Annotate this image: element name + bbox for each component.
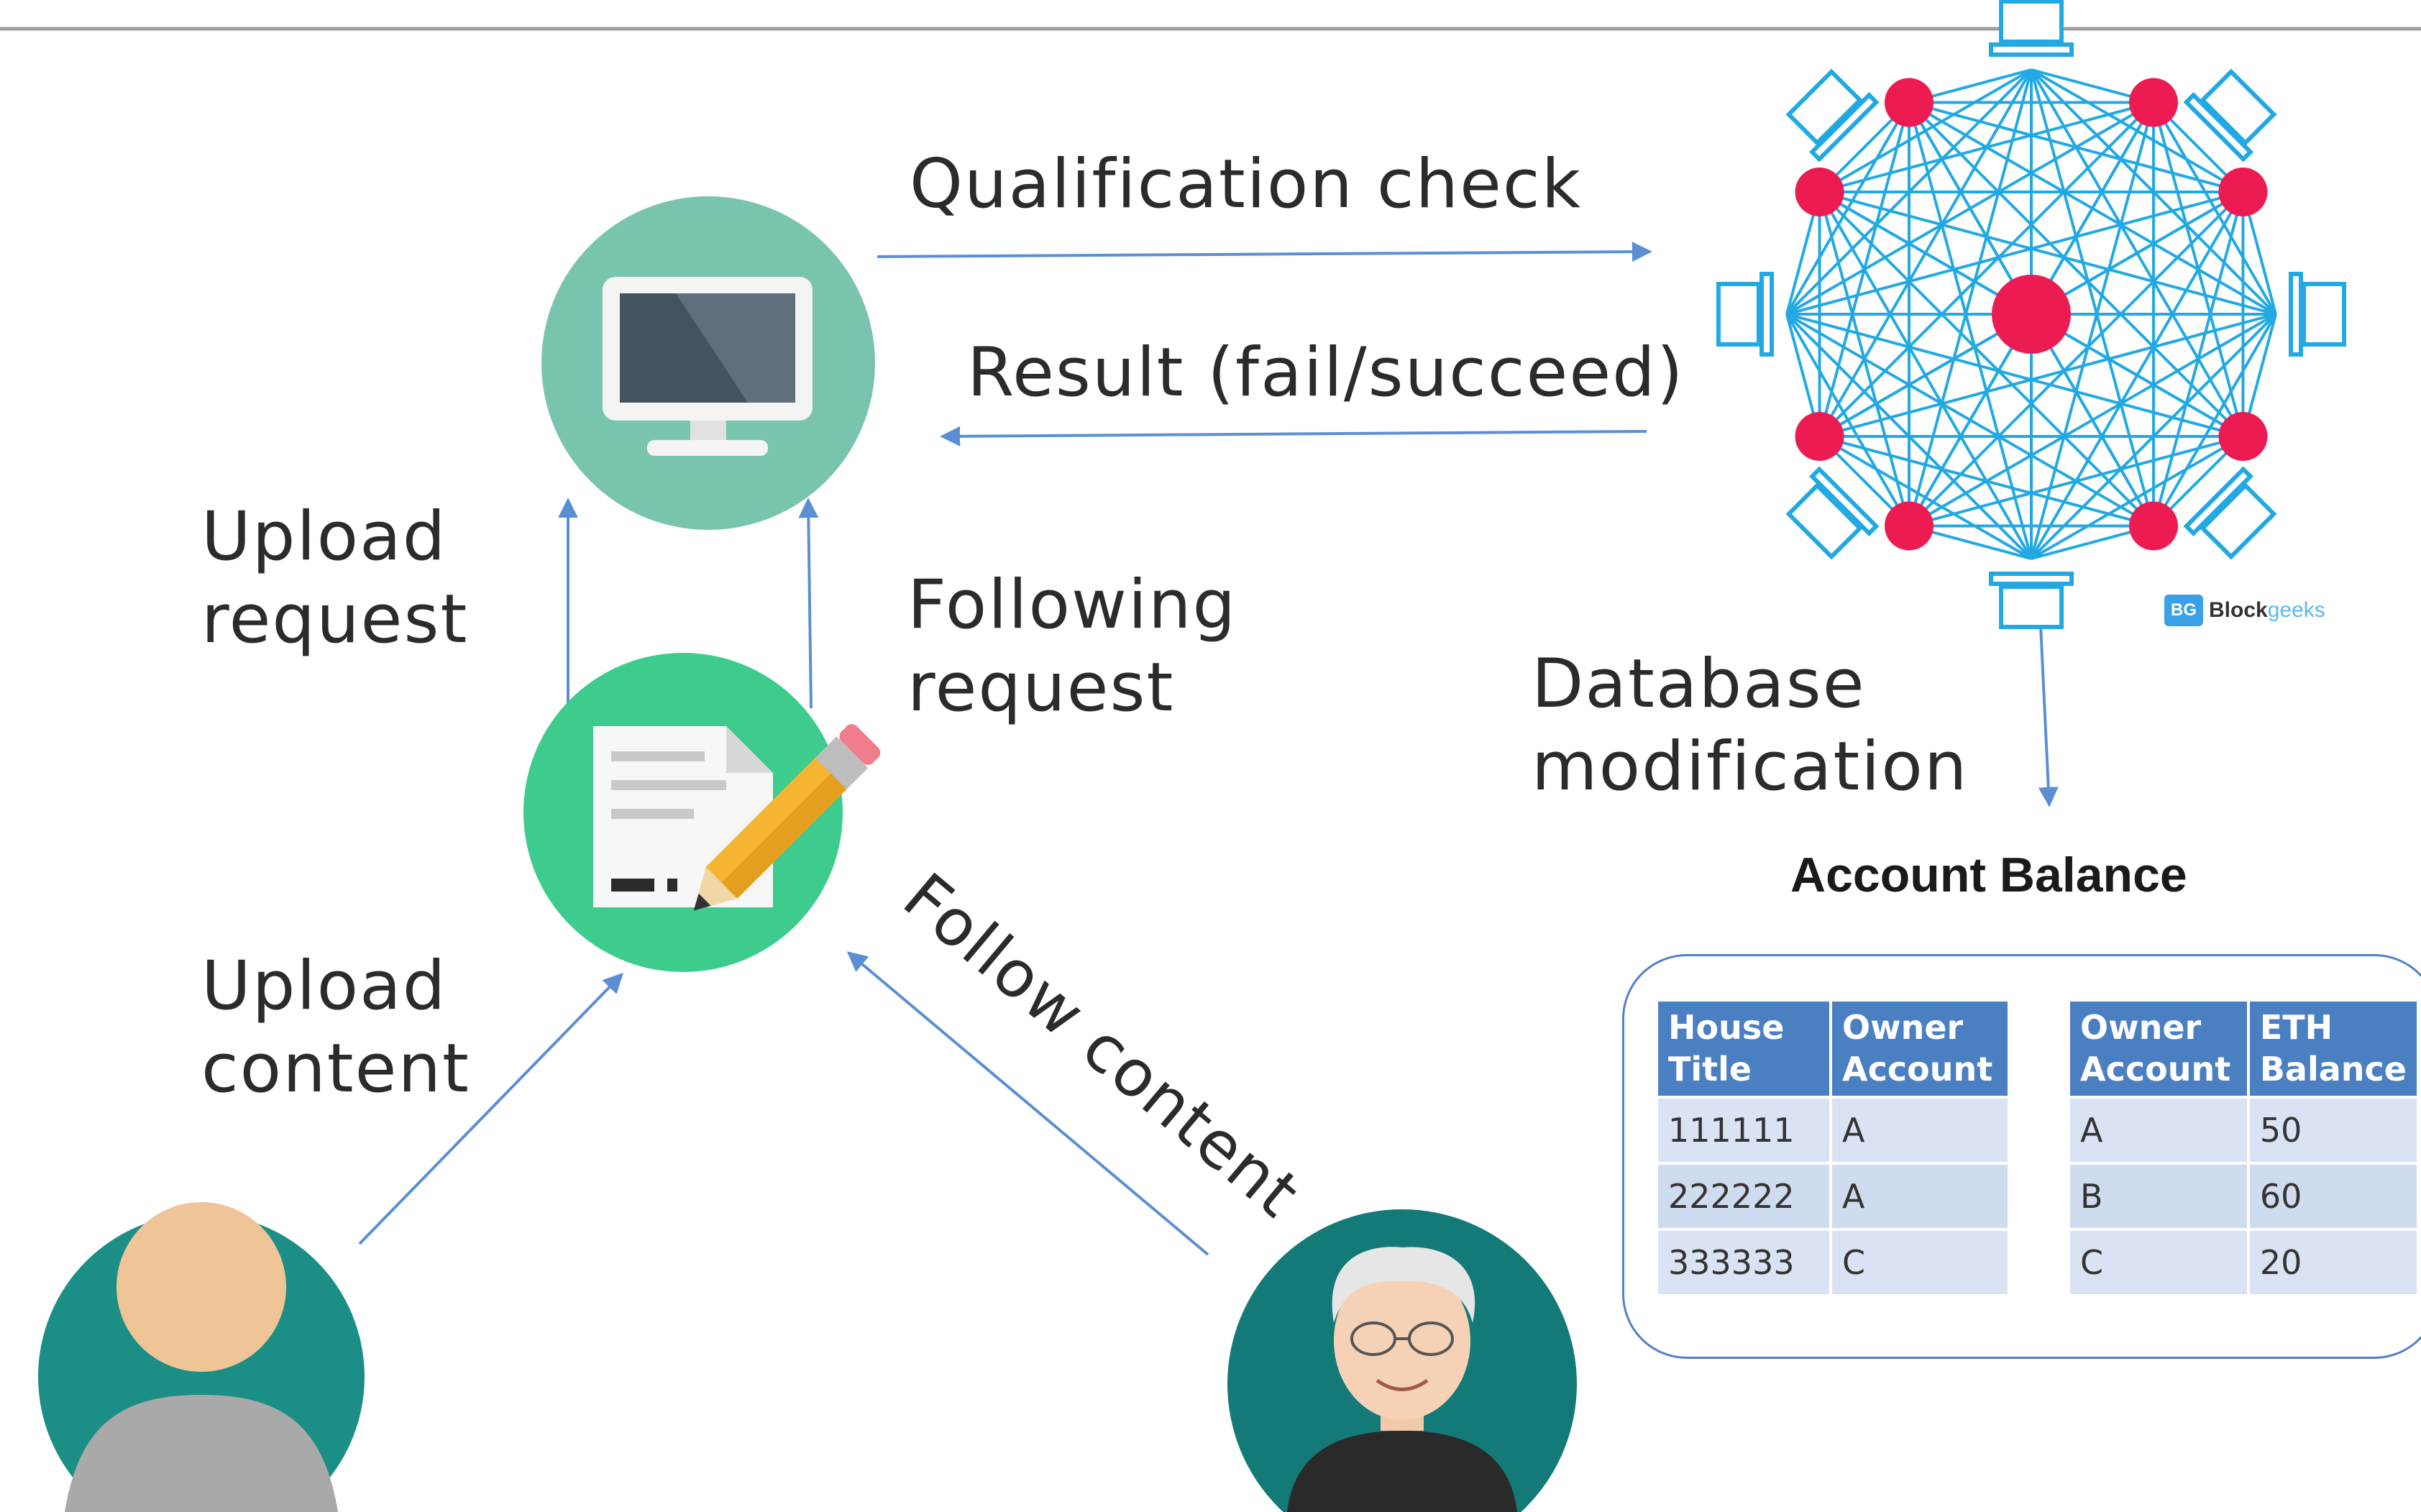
network-spoke xyxy=(2030,101,2155,315)
network-link xyxy=(1819,191,2276,316)
table-row: B 60 xyxy=(2070,1165,2417,1228)
cell-house-title: 333333 xyxy=(1658,1231,1829,1294)
network-spoke xyxy=(1908,313,2033,527)
logo-mark: BG xyxy=(2164,595,2203,626)
network-node xyxy=(2218,412,2268,461)
network-link xyxy=(1819,313,2276,438)
blockgeeks-logo: BG Blockgeeks xyxy=(2164,595,2325,626)
arrow-qualification-check xyxy=(877,242,1652,262)
table-row: 111111 A xyxy=(1658,1099,2008,1162)
laptop-node-icon xyxy=(2183,466,2277,560)
label-upload-request-line1: Upload xyxy=(201,498,447,576)
table-row: C 20 xyxy=(2070,1231,2417,1294)
document-edit-icon xyxy=(523,653,881,972)
arrow-follow-content xyxy=(846,951,1209,1256)
cell-owner-account: A xyxy=(1832,1099,2008,1162)
cell-owner-account: C xyxy=(2070,1231,2247,1294)
network-link xyxy=(2030,69,2155,526)
label-upload-request-line2: request xyxy=(201,579,469,659)
label-following-request-line2: request xyxy=(907,648,1175,727)
network-link xyxy=(1908,101,2244,438)
elderly-user-icon xyxy=(1227,1209,1577,1512)
network-spoke xyxy=(1818,191,2032,316)
cell-house-title: 222222 xyxy=(1658,1165,1829,1228)
network-spoke xyxy=(2030,313,2155,527)
laptop-node-icon xyxy=(1716,272,1774,357)
arrow-result xyxy=(940,426,1647,446)
monitor-icon xyxy=(541,196,875,530)
label-result: Result (fail/succeed) xyxy=(967,334,1685,412)
network-link xyxy=(1818,191,1910,526)
account-balance-title: Account Balance xyxy=(1790,848,2187,902)
label-upload-request: Upload request xyxy=(201,496,468,661)
blockchain-network-icon xyxy=(1716,0,2346,629)
laptop-node-icon xyxy=(1785,68,1880,162)
label-upload-content: Upload content xyxy=(201,945,470,1110)
label-database-modification-line2: modification xyxy=(1532,727,1969,806)
table-row: 222222 A xyxy=(1658,1165,2008,1228)
network-link xyxy=(1908,191,2244,527)
network-spoke xyxy=(2031,191,2244,316)
label-database-modification: Database modification xyxy=(1532,643,1968,808)
laptop-node-icon xyxy=(1989,0,2074,57)
label-qualification-check: Qualification check xyxy=(910,145,1583,224)
arrow-upload-content xyxy=(358,972,623,1245)
label-database-modification-line1: Database xyxy=(1532,645,1866,723)
network-node xyxy=(2129,501,2178,551)
cell-owner-account: C xyxy=(1832,1231,2008,1294)
network-node xyxy=(2218,168,2268,216)
cell-eth-balance: 50 xyxy=(2249,1099,2417,1162)
arrow-following-request xyxy=(798,498,819,709)
network-node xyxy=(2129,78,2178,127)
network-hub-node xyxy=(1992,275,2071,354)
user-avatar-icon xyxy=(38,1202,365,1512)
network-link xyxy=(1786,191,2243,316)
table-row: 333333 C xyxy=(1658,1231,2008,1294)
network-link xyxy=(2030,102,2155,559)
cell-eth-balance: 60 xyxy=(2249,1165,2417,1228)
network-link xyxy=(1818,101,2155,438)
cell-owner-account: A xyxy=(1832,1165,2008,1228)
network-link xyxy=(1786,313,2243,438)
label-following-request-line1: Following xyxy=(907,566,1237,644)
network-link xyxy=(1818,102,1910,437)
logo-text: Blockgeeks xyxy=(2209,598,2325,622)
network-node xyxy=(1795,412,1844,461)
laptop-node-icon xyxy=(1989,572,2074,629)
network-node xyxy=(1795,168,1844,216)
network-link xyxy=(1818,191,2155,527)
network-spoke xyxy=(1908,101,2033,315)
label-following-request: Following request xyxy=(907,564,1237,729)
cell-house-title: 111111 xyxy=(1658,1099,1829,1162)
network-link xyxy=(1908,102,2033,559)
laptop-node-icon xyxy=(1785,466,1880,560)
cell-owner-account: B xyxy=(2070,1165,2247,1228)
network-node xyxy=(1885,501,1933,551)
table-row: A 50 xyxy=(2070,1099,2417,1162)
cell-owner-account: A xyxy=(2070,1099,2247,1162)
network-node xyxy=(1885,78,1933,127)
label-upload-content-line2: content xyxy=(201,1029,470,1108)
cell-eth-balance: 20 xyxy=(2249,1231,2417,1294)
label-upload-content-line1: Upload xyxy=(201,947,447,1025)
network-spoke xyxy=(2031,313,2244,438)
network-link xyxy=(1908,69,2033,526)
arrow-database-modification xyxy=(2038,625,2059,807)
laptop-node-icon xyxy=(2289,272,2346,357)
network-spoke xyxy=(1818,313,2032,438)
laptop-node-icon xyxy=(2183,68,2277,162)
network-link xyxy=(1908,101,2243,193)
